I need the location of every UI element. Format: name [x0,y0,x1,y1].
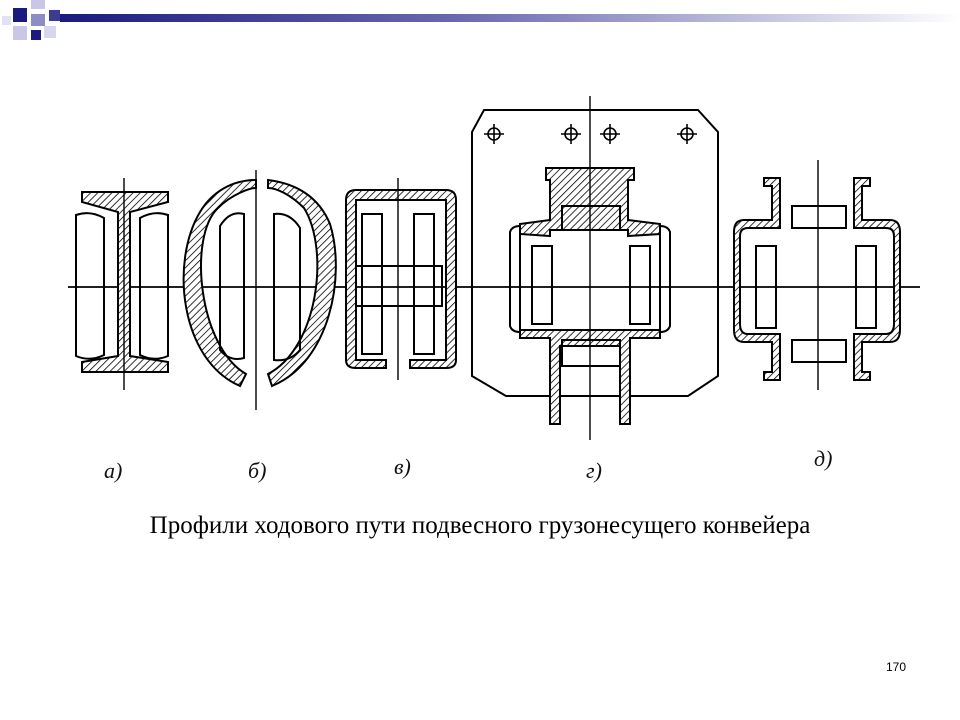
header-decoration [2,0,960,40]
header-gradient-strip [60,14,960,22]
profile-b-oval-tube [182,170,337,410]
label-b: б) [248,458,266,483]
track-profiles-drawing: а) б) в) г) д) [68,96,920,483]
page-number: 170 [885,660,906,674]
label-g: г) [586,458,602,483]
slide-caption: Профили ходового пути подвесного грузоне… [149,512,811,539]
profile-g-plate-assembly [471,96,719,440]
plate-bolt-holes [484,124,697,144]
profile-a-i-beam [75,178,169,390]
profile-d-channel-assembly [733,160,901,390]
header-squares [2,0,60,40]
profile-v-channel-box [345,178,457,380]
label-a: а) [104,458,122,483]
label-d: д) [814,446,832,471]
label-v: в) [394,454,411,479]
